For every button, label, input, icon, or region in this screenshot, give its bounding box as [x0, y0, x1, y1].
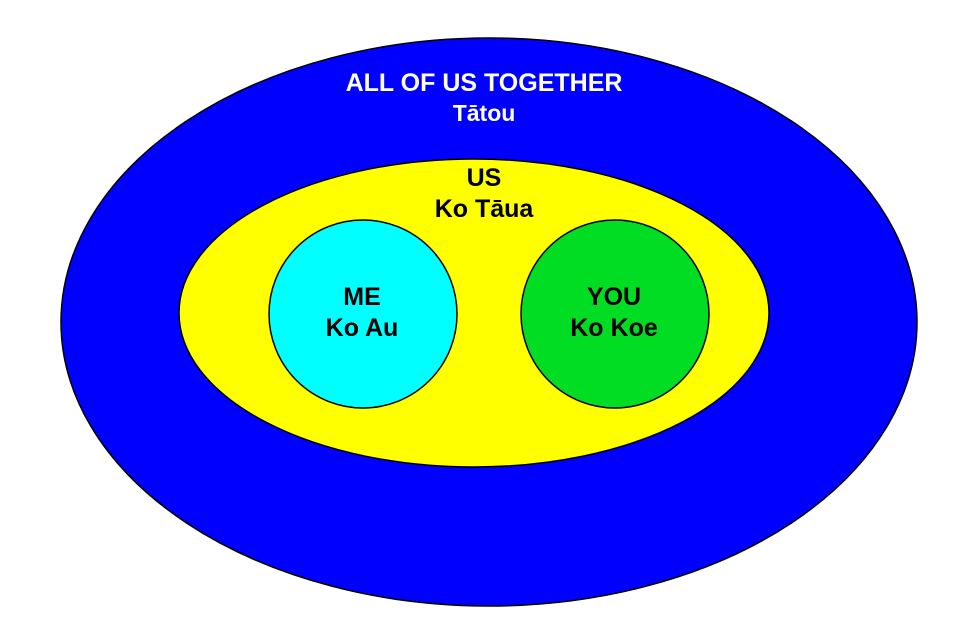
you-circle [520, 219, 710, 409]
all-of-us-label: ALL OF US TOGETHER Tātou [284, 68, 684, 128]
me-maori: Ko Au [325, 314, 399, 343]
me-label: ME Ko Au [262, 282, 462, 345]
you-maori: Ko Koe [570, 314, 658, 343]
you-english: YOU [586, 283, 642, 311]
us-english: US [466, 164, 502, 192]
me-circle [268, 219, 458, 409]
all-of-us-english: ALL OF US TOGETHER [345, 69, 623, 97]
all-of-us-maori: Tātou [452, 100, 516, 127]
you-label: YOU Ko Koe [514, 282, 714, 345]
me-english: ME [343, 283, 381, 311]
us-maori: Ko Tāua [434, 195, 534, 224]
us-label: US Ko Tāua [384, 163, 584, 226]
